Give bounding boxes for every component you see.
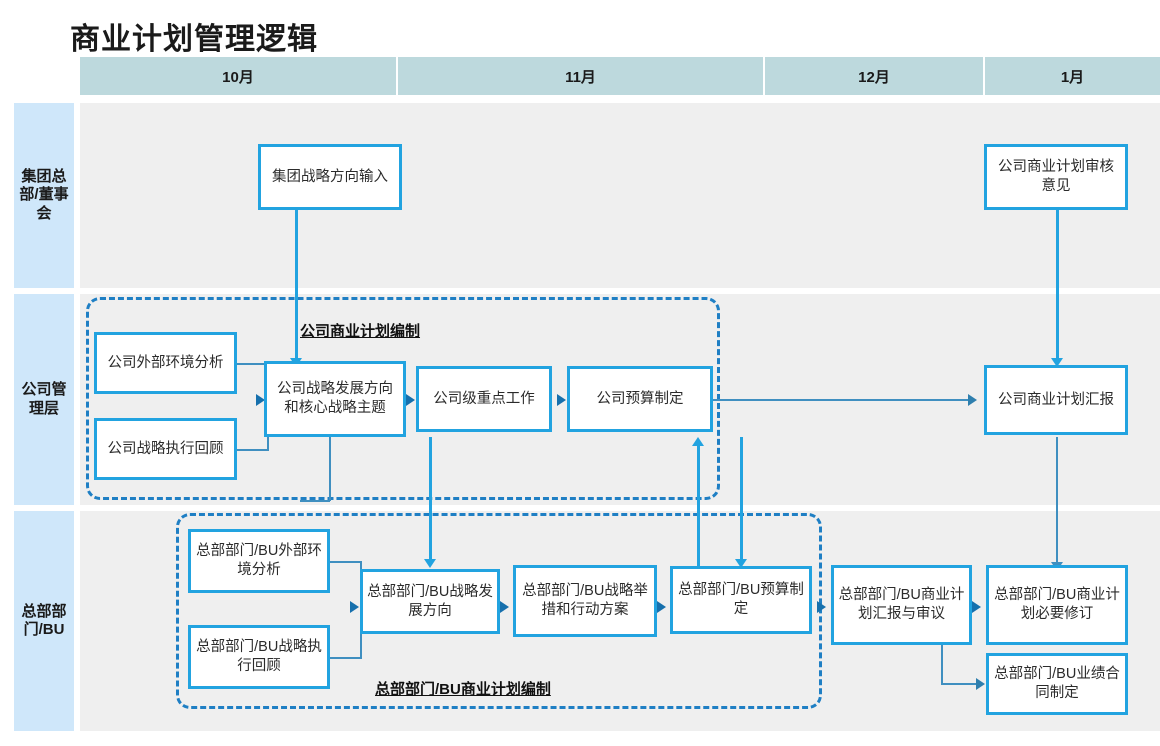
node-bu-budget[interactable]: 总部部门/BU预算制定 bbox=[670, 566, 812, 634]
node-label: 总部部门/BU商业计划必要修订 bbox=[994, 587, 1120, 622]
connector-strategy-input-to-company-direction bbox=[295, 209, 298, 361]
node-company-strategy-direction[interactable]: 公司战略发展方向和核心战略主题 bbox=[264, 361, 406, 437]
node-company-strategy-review[interactable]: 公司战略执行回顾 bbox=[94, 418, 237, 480]
arrowhead-right bbox=[657, 601, 666, 613]
month-label: 12月 bbox=[858, 68, 890, 86]
node-bu-plan-report[interactable]: 总部部门/BU商业计划汇报与审议 bbox=[831, 565, 972, 645]
month-label: 1月 bbox=[1060, 68, 1085, 86]
node-company-key-work[interactable]: 公司级重点工作 bbox=[416, 366, 552, 432]
node-label: 总部部门/BU战略发展方向 bbox=[367, 583, 493, 619]
arrowhead-right bbox=[406, 394, 415, 406]
node-label: 总部部门/BU预算制定 bbox=[678, 582, 804, 617]
node-label: 集团战略方向输入 bbox=[272, 168, 388, 185]
lane-label-text: 公司管理层 bbox=[21, 381, 67, 417]
node-label: 总部部门/BU商业计划汇报与审议 bbox=[838, 587, 965, 622]
node-company-external-env[interactable]: 公司外部环境分析 bbox=[94, 332, 237, 394]
arrowhead-right bbox=[976, 678, 985, 690]
connector-bu-report-down bbox=[941, 645, 943, 684]
group-box-company-plan bbox=[86, 297, 720, 500]
node-label: 公司战略执行回顾 bbox=[107, 440, 224, 457]
node-label: 公司商业计划汇报 bbox=[998, 391, 1114, 408]
month-header-1: 1月 bbox=[985, 57, 1160, 95]
connector-company-report-to-bu-revision bbox=[1056, 437, 1058, 565]
node-label: 总部部门/BU业绩合同制定 bbox=[994, 666, 1120, 701]
node-bu-strategy-actions[interactable]: 总部部门/BU战略举措和行动方案 bbox=[513, 565, 657, 637]
arrowhead-down bbox=[424, 559, 436, 568]
month-label: 11月 bbox=[565, 68, 596, 86]
connector-company-direction-elbow bbox=[300, 500, 330, 502]
arrowhead-right bbox=[972, 601, 981, 613]
node-bu-performance-contract[interactable]: 总部部门/BU业绩合同制定 bbox=[986, 653, 1128, 715]
connector-company-direction-down bbox=[329, 437, 331, 501]
arrowhead-right bbox=[350, 601, 359, 613]
node-bu-external-env[interactable]: 总部部门/BU外部环境分析 bbox=[188, 529, 330, 593]
month-header-12: 12月 bbox=[765, 57, 985, 95]
node-label: 总部部门/BU外部环境分析 bbox=[196, 543, 322, 578]
connector-strategy-review-out bbox=[237, 449, 269, 451]
node-company-plan-review-opinion[interactable]: 公司商业计划审核意见 bbox=[984, 144, 1128, 210]
node-label: 总部部门/BU战略执行回顾 bbox=[196, 639, 322, 674]
arrowhead-right bbox=[817, 601, 826, 613]
node-bu-strategy-direction[interactable]: 总部部门/BU战略发展方向 bbox=[360, 569, 500, 634]
arrowhead-down bbox=[735, 559, 747, 568]
connector-bu-report-elbow bbox=[941, 683, 981, 685]
node-company-plan-report[interactable]: 公司商业计划汇报 bbox=[984, 365, 1128, 435]
arrowhead-down bbox=[1051, 358, 1063, 367]
month-header-10: 10月 bbox=[80, 57, 398, 95]
node-company-budget[interactable]: 公司预算制定 bbox=[567, 366, 713, 432]
group-caption-bu-plan: 总部部门/BU商业计划编制 bbox=[375, 681, 551, 698]
connector-bu-strategy-review-out bbox=[330, 657, 362, 659]
connector-bu-ext-env-out bbox=[330, 561, 362, 563]
node-label: 公司商业计划审核意见 bbox=[998, 159, 1114, 194]
node-label: 公司预算制定 bbox=[596, 390, 684, 407]
page-title: 商业计划管理逻辑 bbox=[70, 23, 318, 56]
connector-to-bu-direction bbox=[429, 437, 432, 562]
node-bu-strategy-review[interactable]: 总部部门/BU战略执行回顾 bbox=[188, 625, 330, 689]
connector-company-budget-to-report bbox=[713, 399, 970, 401]
lane-label-group-hq: 集团总部/董事会 bbox=[14, 103, 74, 288]
lane-label-text: 总部部门/BU bbox=[21, 602, 67, 638]
arrowhead-right bbox=[557, 394, 566, 406]
connector-bu-budget-up-to-company-budget bbox=[697, 446, 700, 566]
arrowhead-right bbox=[968, 394, 977, 406]
lane-label-company-mgmt: 公司管理层 bbox=[14, 294, 74, 505]
lane-label-hq-dept-bu: 总部部门/BU bbox=[14, 511, 74, 731]
node-group-strategy-input[interactable]: 集团战略方向输入 bbox=[258, 144, 402, 210]
arrowhead-right bbox=[256, 394, 265, 406]
node-bu-plan-revision[interactable]: 总部部门/BU商业计划必要修订 bbox=[986, 565, 1128, 645]
node-label: 公司外部环境分析 bbox=[107, 354, 224, 371]
connector-company-keywork-down bbox=[740, 437, 743, 562]
node-label: 总部部门/BU战略举措和行动方案 bbox=[522, 583, 648, 618]
arrowhead-up bbox=[692, 437, 704, 446]
node-label: 公司战略发展方向和核心战略主题 bbox=[277, 381, 393, 416]
connector-ext-env-out bbox=[237, 363, 269, 365]
lane-label-text: 集团总部/董事会 bbox=[19, 168, 69, 222]
month-header-11: 11月 bbox=[398, 57, 765, 95]
connector-review-opinion-to-company-report bbox=[1056, 209, 1059, 361]
group-caption-company-plan: 公司商业计划编制 bbox=[300, 323, 421, 340]
arrowhead-right bbox=[500, 601, 509, 613]
month-label: 10月 bbox=[222, 68, 254, 86]
node-label: 公司级重点工作 bbox=[433, 390, 535, 407]
